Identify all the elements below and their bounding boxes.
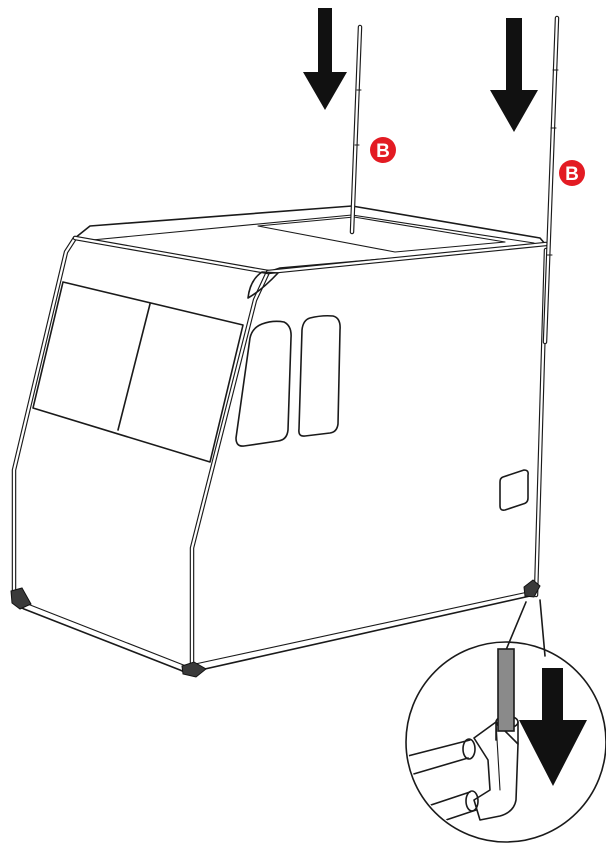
- label-badge-left-text: B: [376, 141, 390, 162]
- label-badge-right: B: [559, 160, 585, 186]
- cab-cover: [10, 205, 549, 678]
- down-arrow-icon: [303, 8, 347, 110]
- side-window-1: [235, 320, 292, 447]
- roof-inner-edge: [91, 214, 535, 244]
- corner-foot-left: [10, 587, 32, 610]
- down-arrow-icon: [490, 18, 538, 132]
- side-vent: [499, 469, 529, 511]
- pole-left: [349, 24, 363, 235]
- windshield: [32, 281, 244, 463]
- detail-connector: [473, 721, 519, 821]
- label-badge-right-text: B: [565, 164, 579, 185]
- roof-outline: [74, 205, 547, 273]
- top-corner-cap: [247, 271, 279, 299]
- pole-right: [542, 15, 560, 345]
- label-badge-left: B: [370, 137, 396, 163]
- front-right-tube: [189, 269, 271, 673]
- side-window-2: [298, 314, 341, 437]
- windshield-divider: [117, 303, 151, 431]
- roof-panel: [257, 216, 506, 253]
- corner-foot-right: [523, 579, 541, 598]
- corner-foot-front: [181, 661, 207, 678]
- bottom-front-edge: [13, 595, 531, 674]
- detail-callout: [405, 599, 606, 843]
- detail-circle: [405, 641, 606, 843]
- detail-pole: [497, 648, 515, 732]
- down-arrow-icon: [519, 668, 587, 786]
- bottom-front-edge-inner: [19, 591, 529, 667]
